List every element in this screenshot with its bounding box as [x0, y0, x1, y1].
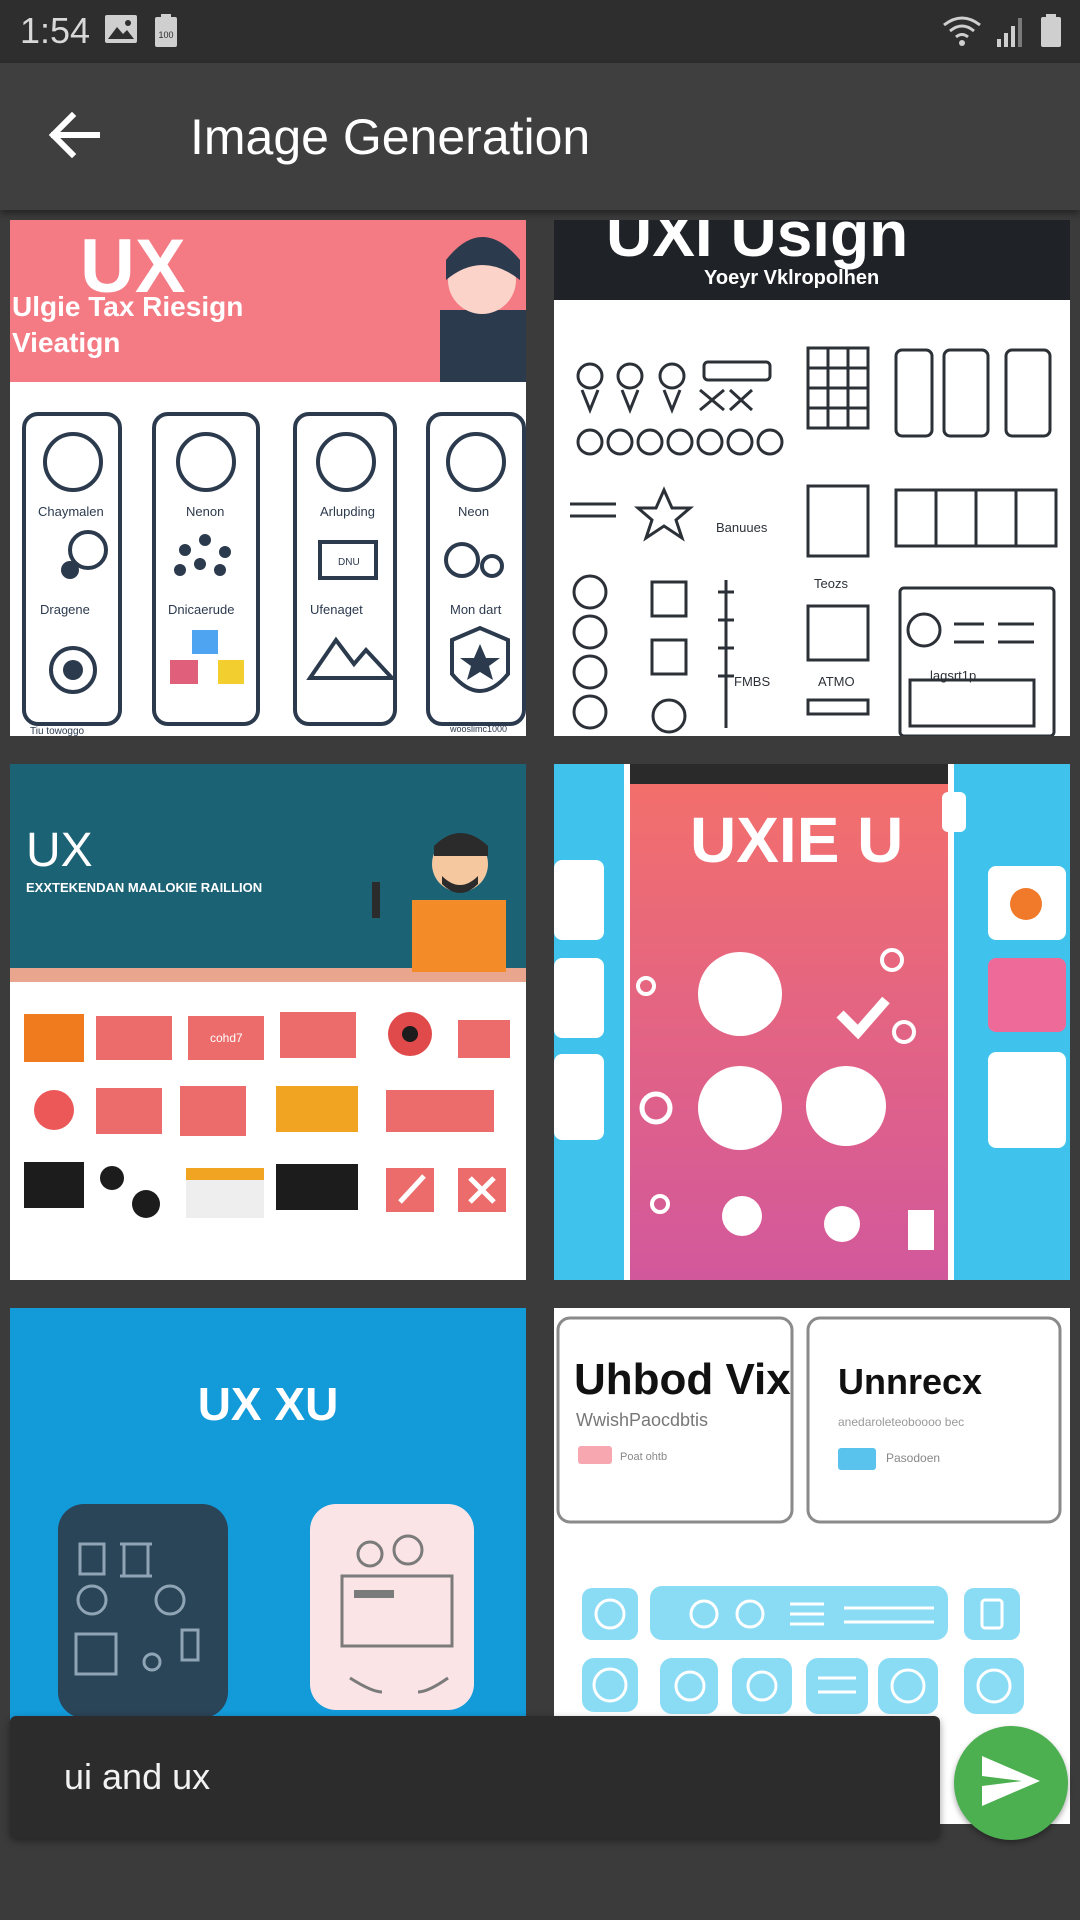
image-label: FMBS — [734, 674, 770, 689]
status-time: 1:54 — [20, 10, 91, 51]
image-card-title: Uhbod Vix — [574, 1355, 791, 1404]
generated-image[interactable]: UX Ulgie Tax Riesign Vieatign — [10, 220, 526, 736]
image-heading: UXIE U — [690, 804, 903, 876]
arrow-back-icon — [48, 111, 101, 163]
send-icon — [980, 1754, 1042, 1813]
generated-image[interactable]: UXI Usign Yoeyr Vklropolhen — [554, 220, 1070, 736]
generated-image[interactable]: UXIE U — [554, 764, 1070, 1280]
wifi-icon — [942, 15, 982, 52]
image-card-label: Poat ohtb — [620, 1451, 667, 1463]
app-bar: Image Generation — [0, 63, 1080, 210]
image-label: Neon — [458, 504, 489, 519]
prompt-input-field[interactable]: ui and ux — [10, 1716, 940, 1838]
signal-icon — [996, 15, 1026, 52]
image-icon — [104, 14, 138, 53]
image-heading: UX — [26, 824, 93, 877]
image-heading: UXI Usign — [606, 220, 908, 270]
image-label: Nenon — [186, 504, 224, 519]
image-label: Teozs — [814, 576, 848, 591]
image-label: Mon dart — [450, 602, 502, 617]
image-card-title: Unnrecx — [838, 1361, 982, 1402]
generated-image[interactable]: UX EXXTEKENDAN MAALOKIE RAILLION — [10, 764, 526, 1280]
send-button[interactable] — [954, 1726, 1068, 1840]
image-label: Dragene — [40, 602, 90, 617]
svg-text:100: 100 — [158, 30, 173, 40]
image-card-subtitle: WwishPaocdbtis — [576, 1410, 708, 1430]
image-subtitle: EXXTEKENDAN MAALOKIE RAILLION — [26, 880, 262, 895]
image-heading: UX — [80, 224, 186, 309]
image-subtitle: Vieatign — [12, 327, 120, 358]
generated-image-grid: UX Ulgie Tax Riesign Vieatign — [0, 220, 1080, 1824]
prompt-input-value[interactable]: ui and ux — [64, 1756, 211, 1797]
image-label: DNU — [338, 557, 360, 568]
back-button[interactable] — [38, 105, 110, 169]
image-heading: UX XU — [198, 1378, 339, 1430]
battery-icon — [1040, 14, 1062, 53]
page-title: Image Generation — [190, 109, 591, 165]
image-label: Tiu towoggo — [30, 726, 85, 736]
image-label: lagsrt1p — [930, 668, 976, 683]
image-label: wooslimc1000 — [449, 724, 507, 734]
image-label: Dnicaerude — [168, 602, 235, 617]
image-subtitle: Ulgie Tax Riesign — [12, 291, 243, 322]
image-label: cohd7 — [210, 1031, 243, 1045]
image-label: Chaymalen — [38, 504, 104, 519]
battery-saver-icon: 100 — [154, 14, 178, 53]
image-label: ATMO — [818, 674, 855, 689]
status-bar: 1:54 100 — [0, 0, 1080, 63]
image-card-subtitle: anedaroleteoboooo bec — [838, 1415, 964, 1429]
image-subtitle: Yoeyr Vklropolhen — [704, 267, 879, 289]
image-label: Arlupding — [320, 504, 375, 519]
image-label: Banuues — [716, 520, 768, 535]
image-label: Ufenaget — [310, 602, 363, 617]
image-card-label: Pasodoen — [886, 1451, 940, 1465]
